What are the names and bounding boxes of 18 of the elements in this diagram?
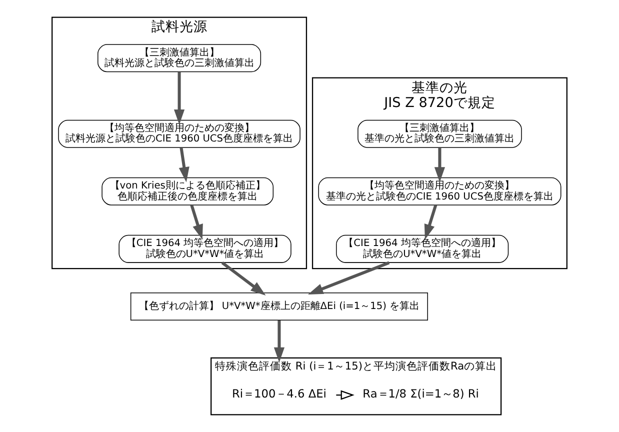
arrow [221, 261, 266, 296]
node-box: 【均等色空間適用のための変換】 試料光源と試験色のCIE 1960 UCS色度座標を算出 [58, 120, 300, 148]
node-box: 【色ずれの計算】 U*V*W*座標上の距離ΔEi (i=1～15) を算出 [130, 292, 428, 320]
arrow [308, 261, 390, 294]
node-text: Ri＝100－4.6 ΔEi [232, 386, 326, 401]
node-box: 【均等色空間適用のための変換】 基準の光と試験色のCIE 1960 UCS色度座標を算出 [318, 177, 562, 206]
node-box: 【von Kries則による色順応補正】 色順応補正後の色度座標を算出 [102, 177, 274, 206]
node-box: 【CIE 1964 均等色空間への適用】 試験色のU*V*W*値を算出 [336, 234, 509, 263]
node-box: 【三刺激値算出】 基準の光と試験色の三刺激値算出 [358, 120, 522, 148]
node-text: Ra＝1/8 Σ(i=1～8) Ri [362, 386, 479, 401]
node-box: 【CIE 1964 均等色空間への適用】 試験色のU*V*W*値を算出 [118, 234, 292, 263]
arrow [274, 320, 285, 363]
arrow [190, 204, 203, 240]
arrow [434, 148, 446, 182]
arrow [174, 72, 185, 125]
node-box: 【三刺激値算出】 試料光源と試験色の三刺激値算出 [98, 44, 262, 72]
arrow [424, 204, 438, 240]
arrow [178, 147, 190, 182]
